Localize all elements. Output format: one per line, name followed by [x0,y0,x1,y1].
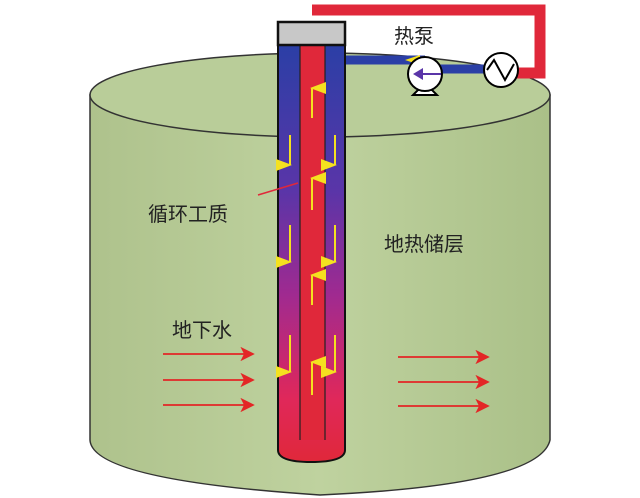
geothermal-reservoir-label: 地热储层 [384,232,464,256]
working-fluid-label: 循环工质 [148,202,228,226]
groundwater-arrows-right [398,349,490,414]
groundwater-label: 地下水 [172,318,232,342]
borehole-pipe [276,20,347,464]
pump-icon [407,56,443,96]
heat-exchanger-icon [483,52,519,88]
working-fluid-leader [257,182,299,196]
wellhead-cap [276,20,347,47]
heat-pump-label: 热泵 [394,24,434,48]
hot-return-loop [312,4,546,79]
groundwater-arrows-left [163,346,255,413]
flow-arrows-down [276,135,337,378]
